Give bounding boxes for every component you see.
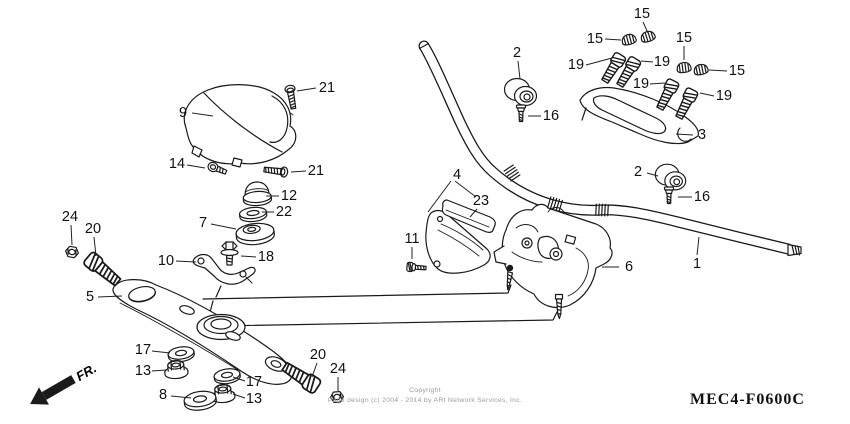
leader-line-19 (640, 60, 654, 63)
part-callout-16: 16 (694, 189, 710, 205)
part-callout-1: 1 (693, 256, 701, 272)
part-callout-13: 13 (246, 391, 262, 407)
part-callout-20: 20 (310, 347, 326, 363)
part-callout-24: 24 (330, 361, 346, 377)
part-callout-8: 8 (159, 387, 167, 403)
part-callout-5: 5 (86, 289, 94, 305)
leader-line-4 (427, 180, 452, 213)
handle-bracket-assembly (493, 203, 613, 320)
copyright-line1: Copyright (409, 387, 441, 394)
handle-pad (425, 209, 491, 274)
leader-line-17 (232, 376, 246, 382)
part-callout-17: 17 (135, 342, 151, 358)
leader-line-15 (604, 38, 622, 41)
part-callout-19: 19 (654, 54, 670, 70)
handlebar-pipe (418, 40, 802, 257)
part-callout-7: 7 (199, 215, 207, 231)
leader-line-17 (151, 350, 171, 354)
part-callout-3: 3 (698, 127, 706, 143)
part-callout-15: 15 (729, 63, 745, 79)
large-washer (183, 390, 217, 411)
leader-line-1 (696, 236, 700, 256)
copyright-watermark: Copyright Page design (c) 2004 - 2014 by… (300, 386, 550, 406)
leader-line-19 (649, 82, 666, 85)
leader-line-2 (517, 60, 521, 80)
part-callout-24: 24 (62, 209, 78, 225)
part-callout-23: 23 (473, 193, 489, 209)
knurl-band (503, 164, 521, 182)
leader-line-19 (699, 92, 715, 97)
copyright-line2: Page design (c) 2004 - 2014 by ARI Netwo… (327, 397, 523, 405)
wave-washer (238, 206, 268, 223)
part-callout-11: 11 (404, 231, 419, 247)
part-callout-15: 15 (634, 6, 650, 22)
part-callout-2: 2 (513, 45, 521, 61)
leader-line-8 (170, 395, 192, 399)
part-callout-9: 9 (179, 105, 187, 121)
leader-line-18 (240, 255, 257, 258)
leader-line-3 (675, 133, 694, 136)
dust-seal-washer (235, 222, 275, 246)
part-callout-20: 20 (85, 221, 101, 237)
leader-line-15 (642, 21, 649, 34)
leader-line-15 (708, 69, 728, 72)
leader-line-4 (454, 180, 477, 198)
part-callout-10: 10 (158, 253, 174, 269)
part-callout-18: 18 (258, 249, 274, 265)
cover-bolt (207, 161, 228, 175)
part-callout-15: 15 (676, 30, 692, 46)
part-callout-19: 19 (568, 57, 584, 73)
leader-line-23 (469, 208, 478, 218)
bracket-bolt (220, 241, 239, 266)
leader-line-24 (70, 224, 73, 246)
leader-line-9 (191, 112, 214, 117)
leader-line-5 (97, 295, 123, 298)
part-callout-22: 22 (276, 204, 292, 220)
part-callout-15: 15 (587, 31, 603, 47)
knurl-band (595, 203, 609, 217)
part-callout-16: 16 (543, 108, 559, 124)
upper-holder-cover (183, 84, 297, 168)
leader-line-20 (311, 362, 318, 378)
part-callout-14: 14 (169, 156, 185, 172)
leader-line-10 (175, 260, 197, 263)
part-callout-21: 21 (308, 163, 324, 179)
leader-line-20 (93, 236, 97, 257)
part-callout-4: 4 (453, 167, 461, 183)
part-callout-19: 19 (716, 88, 732, 104)
top-bridge (112, 279, 293, 385)
leader-line-13 (151, 369, 167, 372)
diagram-code: MEC4-F0600C (690, 391, 805, 408)
part-callout-13: 13 (135, 363, 151, 379)
part-callout-21: 21 (319, 80, 335, 96)
part-callout-19: 19 (633, 76, 649, 92)
part-callout-12: 12 (281, 188, 297, 204)
stay-bracket (192, 253, 256, 285)
leader-line-21 (296, 87, 317, 92)
leader-line-7 (210, 223, 237, 230)
part-callout-6: 6 (625, 259, 633, 275)
leader-line-2 (646, 172, 659, 177)
leader-line-21 (290, 170, 307, 173)
leader-line-19 (585, 57, 613, 66)
pad-screw (406, 261, 427, 273)
pad-trim-strip (441, 199, 496, 233)
leader-line-13 (232, 393, 246, 399)
leader-line-14 (186, 164, 206, 169)
part-callout-2: 2 (634, 164, 642, 180)
part-callout-17: 17 (246, 374, 262, 390)
